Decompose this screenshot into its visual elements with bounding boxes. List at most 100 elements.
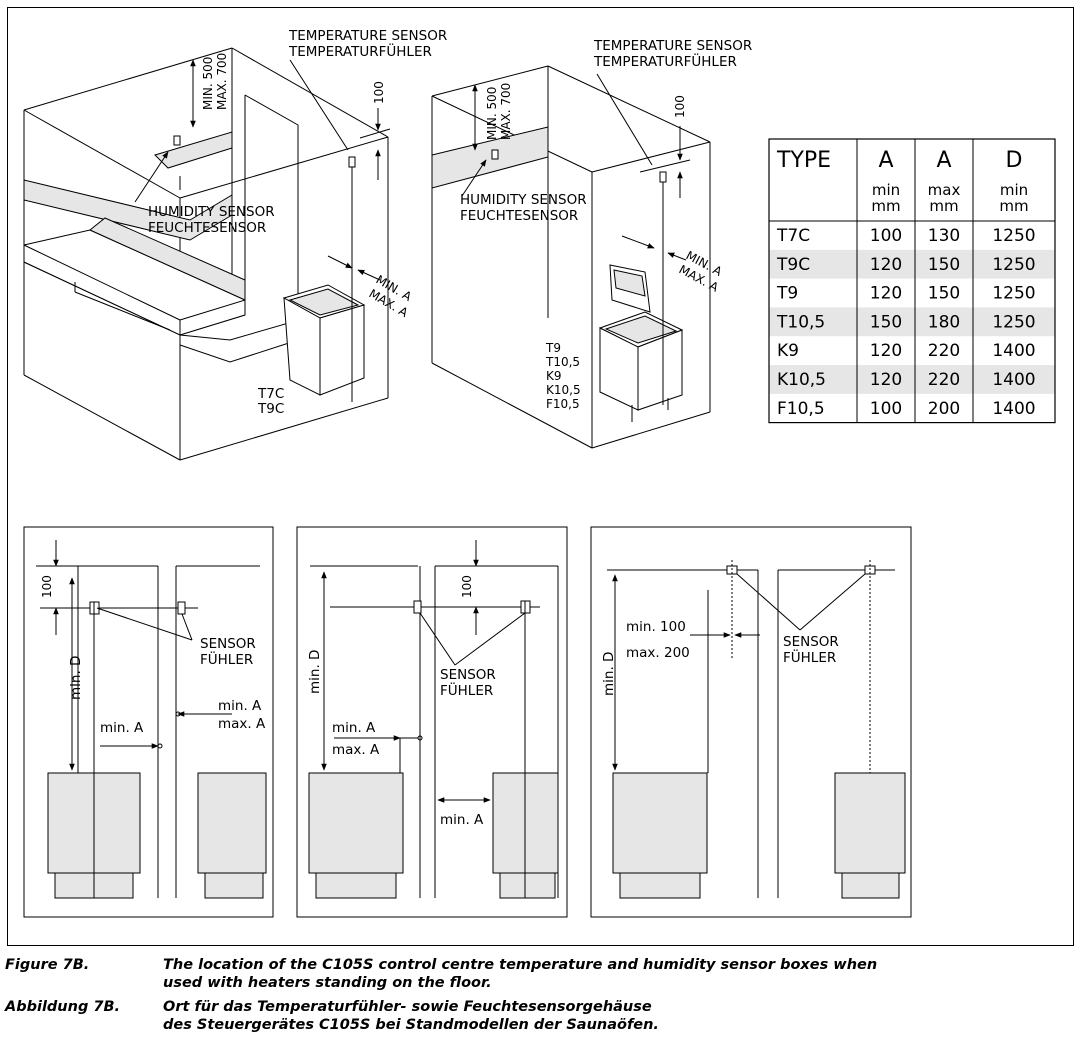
left-dim-100: 100	[372, 81, 386, 104]
figure-frame	[7, 7, 1074, 946]
table-header-unit: mm	[929, 197, 958, 215]
table-row-stripe	[769, 365, 1055, 394]
p1-dim-100: 100	[40, 575, 54, 598]
caption-de-line-2: des Steuergerätes C105S bei Standmodelle…	[163, 1017, 659, 1033]
table-cell: 150	[870, 312, 902, 332]
plan-panel-3	[590, 526, 912, 918]
caption-en-label: Figure 7B.	[5, 957, 90, 973]
p3-min-d: min. D	[601, 652, 617, 696]
table-header-sub: min	[1000, 181, 1028, 199]
left-humidity-label: HUMIDITY SENSOR	[148, 204, 275, 220]
right-heater-model-2: T10,5	[545, 355, 580, 369]
right-gray-band	[431, 126, 549, 189]
right-temp-sensor-label: TEMPERATURE SENSOR	[593, 38, 752, 54]
left-gray-band-top	[154, 131, 233, 169]
p3-fuhler: FÜHLER	[783, 648, 836, 666]
table-cell: K10,5	[777, 370, 826, 390]
table-cell: 1400	[992, 399, 1035, 419]
p2-dim-100: 100	[460, 575, 474, 598]
table-cell: 1250	[992, 226, 1035, 246]
table-cell: 120	[870, 284, 902, 304]
p3-max-200: max. 200	[626, 645, 690, 661]
table-cell: 1250	[992, 255, 1035, 275]
p1-min-a-right: min. A	[218, 698, 262, 714]
table-cell: 220	[928, 370, 960, 390]
p2-min-a-bottom: min. A	[440, 812, 484, 828]
table-cell: T9	[776, 284, 798, 304]
table-cell: 1250	[992, 312, 1035, 332]
right-temp-sensor-label-de: TEMPERATURFÜHLER	[593, 52, 737, 70]
table-header-cell: A	[936, 148, 951, 173]
table-row-stripe	[769, 307, 1055, 337]
table-header-sub: min	[872, 181, 900, 199]
right-labels: TEMPERATURE SENSOR TEMPERATURFÜHLER HUMI…	[460, 38, 752, 411]
table-cell: 1400	[992, 370, 1035, 390]
table-cell: 100	[870, 226, 902, 246]
p3-sensor: SENSOR	[783, 634, 839, 650]
table-cell: T9C	[776, 255, 810, 275]
left-labels: TEMPERATURE SENSOR TEMPERATURFÜHLER HUMI…	[148, 28, 447, 417]
table-cell: 180	[928, 312, 960, 332]
p2-max-a: max. A	[332, 742, 380, 758]
table-cell: 200	[928, 399, 960, 419]
right-sensor-lines	[461, 73, 691, 405]
table-cell: T7C	[776, 226, 810, 246]
p3-min-100: min. 100	[626, 619, 686, 635]
right-heater-model-3: K9	[546, 369, 562, 383]
right-heater-model-1: T9	[545, 341, 561, 355]
caption-en-line-2: used with heaters standing on the floor.	[163, 975, 492, 991]
p1-min-a: min. A	[100, 720, 144, 736]
left-gray-band	[23, 179, 233, 241]
table-cell: 220	[928, 341, 960, 361]
right-heater-model-5: F10,5	[546, 397, 580, 411]
right-sauna-room	[431, 65, 711, 449]
left-min-500: MIN. 500	[201, 57, 215, 110]
table-header-cell: D	[1006, 148, 1023, 173]
caption-en-line-1: The location of the C105S control centre…	[163, 957, 878, 973]
right-min-500: MIN. 500	[485, 87, 499, 140]
plan-panel-2-labels: 100 min. D SENSOR FÜHLER min. A max. A m…	[307, 575, 496, 828]
p2-sensor: SENSOR	[440, 667, 496, 683]
table-cell: 1250	[992, 284, 1035, 304]
right-heater-model-4: K10,5	[546, 383, 581, 397]
left-humidity-label-de: FEUCHTESENSOR	[148, 220, 266, 236]
left-max-700: MAX. 700	[215, 53, 229, 110]
caption-de-label: Abbildung 7B.	[5, 999, 121, 1015]
p1-fuhler: FÜHLER	[200, 650, 253, 668]
left-heater-model-1: T7C	[257, 386, 284, 402]
table-cell: 100	[870, 399, 902, 419]
table-border	[768, 138, 1056, 424]
table-cell: T10,5	[776, 312, 825, 332]
plan-panel-3-labels: min. D min. 100 max. 200 SENSOR FÜHLER	[601, 619, 839, 696]
left-temp-sensor-label-de: TEMPERATURFÜHLER	[288, 42, 432, 60]
right-max-700: MAX. 700	[499, 83, 513, 140]
table-row-stripe	[769, 249, 1055, 279]
table-cell: 150	[928, 284, 960, 304]
plan-panel-1-labels: 100 min. D SENSOR FÜHLER min. A min. A m…	[40, 575, 266, 736]
plan-panel-1	[23, 526, 274, 918]
table-cell: 120	[870, 341, 902, 361]
p2-min-d: min. D	[307, 650, 323, 694]
p1-sensor: SENSOR	[200, 636, 256, 652]
table-cell: 1400	[992, 341, 1035, 361]
right-heater	[598, 264, 684, 422]
table-cell: F10,5	[777, 399, 825, 419]
table-header-cell: TYPE	[776, 148, 831, 173]
table-cell: 130	[928, 226, 960, 246]
table-header-unit: mm	[871, 197, 900, 215]
spec-table: TYPET7CT9CT9T10,5K9K10,5F10,5Aminmm10012…	[768, 138, 1056, 424]
table-header-unit: mm	[999, 197, 1028, 215]
left-temp-sensor-label: TEMPERATURE SENSOR	[288, 28, 447, 44]
right-dim-100: 100	[673, 95, 687, 118]
p1-min-d: min. D	[68, 656, 84, 700]
left-benches	[23, 217, 293, 363]
table-cell: 120	[870, 370, 902, 390]
plan-panel-2	[296, 526, 568, 918]
left-sensor-lines	[134, 59, 391, 402]
right-humidity-label: HUMIDITY SENSOR	[460, 192, 587, 208]
table-cell: 150	[928, 255, 960, 275]
p2-min-a: min. A	[332, 720, 376, 736]
p2-fuhler: FÜHLER	[440, 681, 493, 699]
table-header-cell: A	[878, 148, 893, 173]
table-cell: 120	[870, 255, 902, 275]
